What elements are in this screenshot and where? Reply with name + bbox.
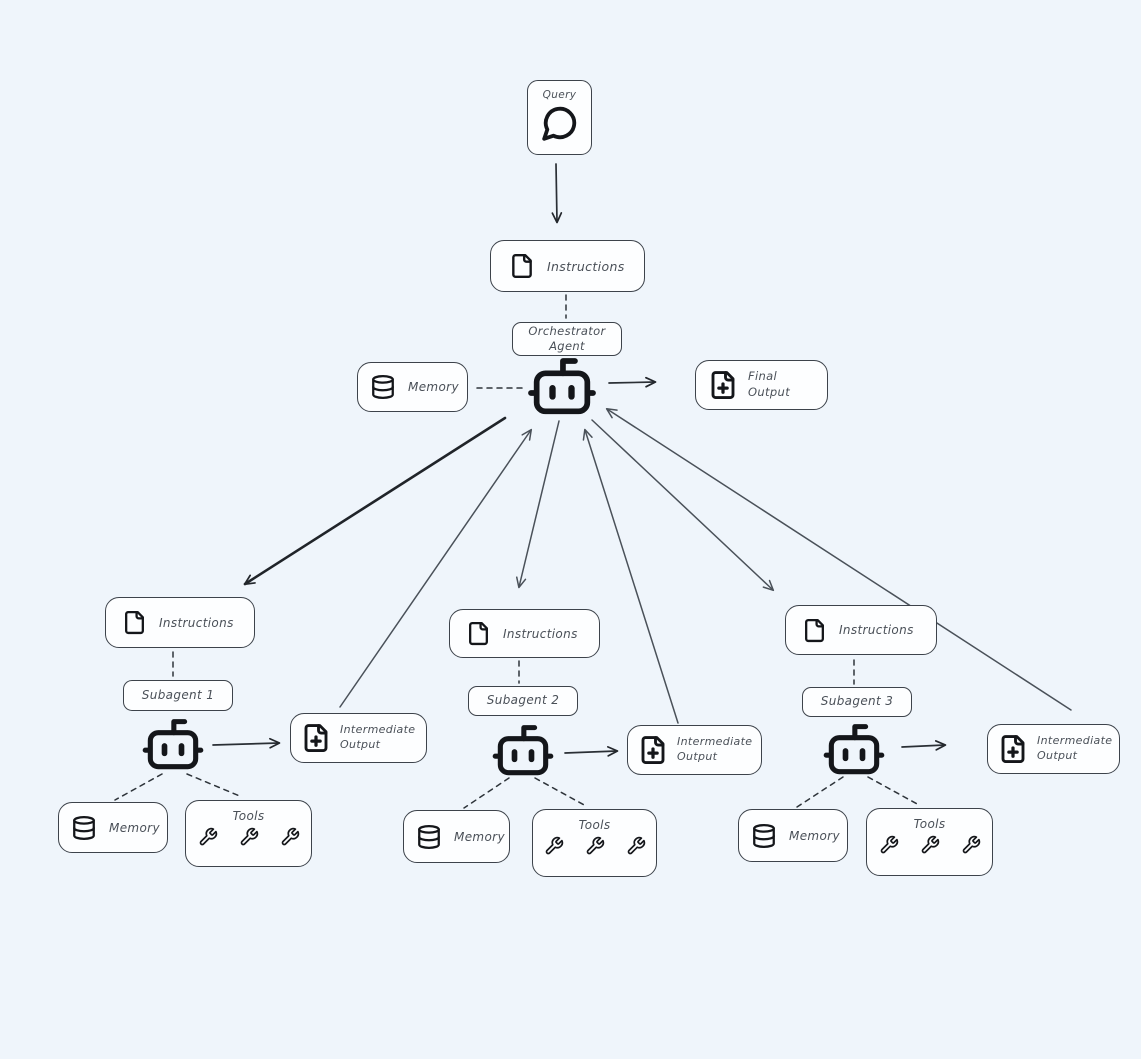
tools-icons [198, 827, 300, 847]
database-icon [416, 824, 442, 850]
wrench-icon [626, 836, 646, 856]
final-output-node: Final Output [695, 360, 828, 410]
wrench-icon [961, 835, 981, 855]
orchestrator-memory-node: Memory [357, 362, 468, 412]
dashed-subagent-1-to-memory [114, 773, 163, 801]
document-plus-icon [708, 370, 738, 400]
wrench-icon [879, 835, 899, 855]
dashed-subagent-2-to-tools [534, 777, 587, 807]
tools-icons [544, 836, 646, 856]
subagent-2-label: Subagent 2 [468, 686, 578, 716]
orchestrator-agent-label: Orchestrator Agent [512, 322, 622, 356]
intermediate-output-label: Intermediate Output [1037, 734, 1113, 762]
arrow-query-to-instructions [551, 163, 563, 224]
subagent-2-robot-icon [489, 716, 557, 784]
subagent-2-instructions-node: Instructions [449, 609, 600, 658]
database-icon [71, 815, 97, 841]
document-plus-icon [998, 734, 1028, 764]
subagent-1-label: Subagent 1 [123, 680, 233, 711]
message-bubble-icon [541, 104, 579, 142]
subagent-1-robot-icon [139, 710, 207, 778]
arrow-subagent-2-output-to-orchestrator [582, 428, 679, 724]
arrow-orchestrator-to-subagent-3 [591, 419, 775, 592]
subagent-1-tools-node: Tools [185, 800, 312, 867]
memory-label: Memory [408, 380, 459, 394]
wrench-icon [239, 827, 259, 847]
wrench-icon [280, 827, 300, 847]
tools-icons [879, 835, 981, 855]
tools-label: Tools [913, 817, 946, 831]
intermediate-output-label: Intermediate Output [340, 723, 416, 751]
query-label: Query [542, 89, 577, 101]
wrench-icon [585, 836, 605, 856]
orchestrator-instructions-node: Instructions [490, 240, 645, 292]
subagent-3-instructions-node: Instructions [785, 605, 937, 655]
wrench-icon [198, 827, 218, 847]
subagent-3-memory-node: Memory [738, 809, 848, 862]
arrow-orchestrator-to-final-output [608, 376, 657, 388]
subagent-3-tools-node: Tools [866, 808, 993, 876]
arrow-subagent-2-to-output [564, 745, 619, 757]
dashed-subagent-3-to-tools [867, 776, 920, 806]
subagent-1-instructions-node: Instructions [105, 597, 255, 648]
query-node: Query [527, 80, 592, 155]
subagent-1-output-node: Intermediate Output [290, 713, 427, 763]
orchestrator-robot-icon [524, 348, 600, 424]
instructions-label: Instructions [547, 258, 625, 274]
document-icon [466, 621, 491, 646]
document-icon [122, 610, 147, 635]
arrow-subagent-1-output-to-orchestrator [339, 428, 533, 708]
database-icon [370, 374, 396, 400]
subagent-3-output-node: Intermediate Output [987, 724, 1120, 774]
subagent-2-memory-node: Memory [403, 810, 510, 863]
arrow-orchestrator-to-subagent-1 [243, 416, 507, 586]
subagent-2-tools-node: Tools [532, 809, 657, 877]
arrow-orchestrator-to-subagent-2 [515, 420, 560, 589]
document-icon [802, 618, 827, 643]
tools-label: Tools [232, 809, 265, 823]
subagent-3-robot-icon [820, 715, 888, 783]
document-icon [509, 253, 535, 279]
database-icon [751, 823, 777, 849]
tools-label: Tools [578, 818, 611, 832]
final-output-label: Final Output [748, 369, 791, 399]
wrench-icon [544, 836, 564, 856]
intermediate-output-label: Intermediate Output [677, 735, 753, 763]
subagent-2-output-node: Intermediate Output [627, 725, 762, 775]
subagent-1-memory-node: Memory [58, 802, 168, 853]
document-plus-icon [638, 735, 668, 765]
subagent-3-label: Subagent 3 [802, 687, 912, 717]
arrow-subagent-1-to-output [212, 737, 281, 749]
arrow-subagent-3-to-output [901, 740, 947, 751]
arrow-subagent-3-output-to-orchestrator [605, 407, 1072, 711]
dashed-subagent-1-to-tools [186, 773, 243, 798]
document-plus-icon [301, 723, 331, 753]
dashed-subagent-2-to-memory [463, 777, 510, 809]
wrench-icon [920, 835, 940, 855]
